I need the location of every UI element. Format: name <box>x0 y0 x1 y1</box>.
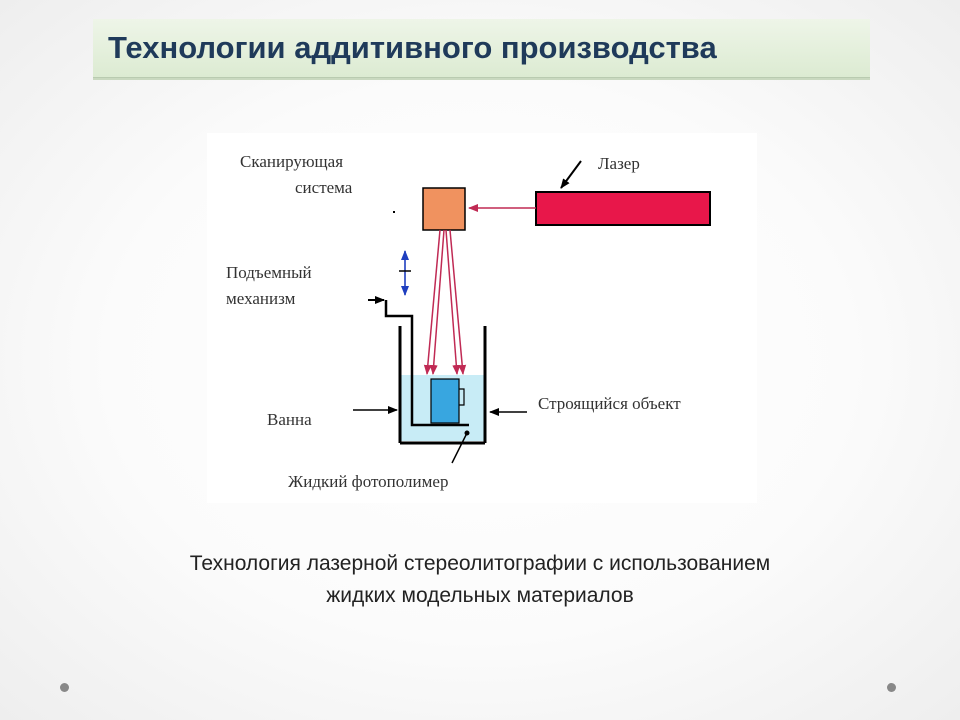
label-photopolymer: Жидкий фотополимер <box>288 472 449 491</box>
diagram-graphics <box>353 160 711 464</box>
laser-leader-arrow <box>560 160 582 189</box>
scanner-box <box>422 187 466 231</box>
lift-arm <box>384 300 469 427</box>
title-bar: Технологии аддитивного производства <box>93 19 870 78</box>
building-object <box>430 378 460 424</box>
label-bath: Ванна <box>267 410 312 429</box>
photopolymer-leader <box>451 432 468 464</box>
nav-dot-right <box>887 683 896 692</box>
label-lift-line1: Подъемный <box>226 263 312 282</box>
beam-down-1 <box>423 229 441 375</box>
label-laser: Лазер <box>598 154 640 173</box>
stereolithography-diagram: Сканирующая система Лазер Подъемный меха… <box>207 133 757 503</box>
label-scanning-system-line1: Сканирующая <box>240 152 344 171</box>
laser-body <box>535 191 711 226</box>
caption: Технология лазерной стереолитографии с и… <box>100 548 860 612</box>
label-lift-line2: механизм <box>226 289 296 308</box>
photopolymer-leader-dot <box>464 430 470 436</box>
slide-title: Технологии аддитивного производства <box>108 30 717 65</box>
caption-line-1: Технология лазерной стереолитографии с и… <box>189 552 771 575</box>
object-handle <box>459 388 465 406</box>
beam-down-2 <box>429 229 445 375</box>
speck <box>393 211 395 213</box>
caption-line-2: жидких модельных материалов <box>326 584 634 607</box>
beam-down-3 <box>445 229 461 375</box>
nav-dot-left <box>60 683 69 692</box>
label-scanning-system-line2: система <box>295 178 353 197</box>
beam-down-4 <box>449 229 467 375</box>
label-building-object: Строящийся объект <box>538 394 681 413</box>
